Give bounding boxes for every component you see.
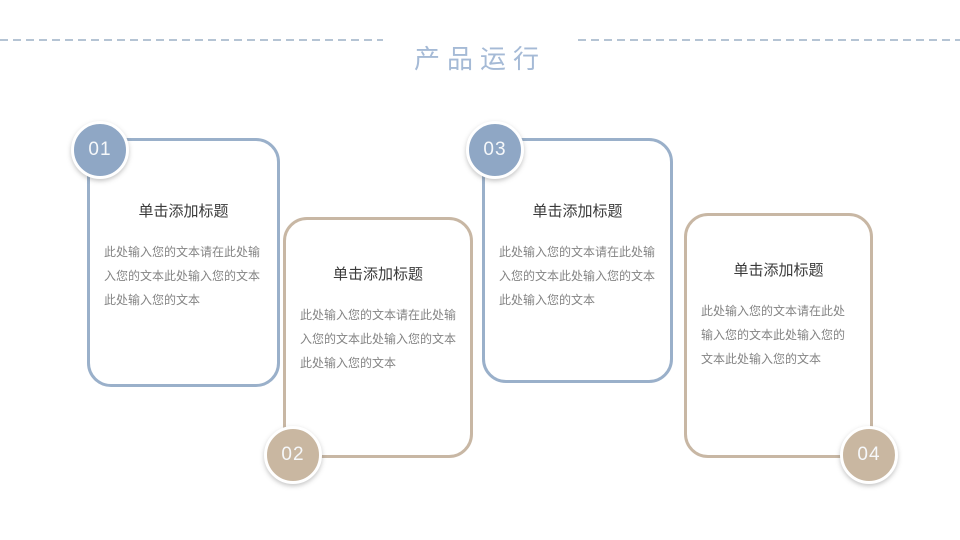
card-content: 单击添加标题 此处输入您的文本请在此处输入您的文本此处输入您的文本此处输入您的文… <box>485 203 670 312</box>
step-number-badge: 04 <box>840 426 898 484</box>
card-content: 单击添加标题 此处输入您的文本请在此处输入您的文本此处输入您的文本此处输入您的文… <box>90 203 277 312</box>
card-title: 单击添加标题 <box>138 203 229 220</box>
step-number: 04 <box>857 444 881 465</box>
card-title: 单击添加标题 <box>532 203 623 220</box>
card-content: 单击添加标题 此处输入您的文本请在此处输入您的文本此处输入您的文本此处输入您的文… <box>687 262 870 371</box>
card-body-text: 此处输入您的文本请在此处输入您的文本此处输入您的文本此处输入您的文本 <box>499 245 656 307</box>
card-step-4: 04 单击添加标题 此处输入您的文本请在此处输入您的文本此处输入您的文本此处输入… <box>684 213 898 484</box>
card-body-text: 此处输入您的文本请在此处输入您的文本此处输入您的文本此处输入您的文本 <box>104 245 261 307</box>
step-number-badge: 02 <box>264 426 322 484</box>
card-content: 单击添加标题 此处输入您的文本请在此处输入您的文本此处输入您的文本此处输入您的文… <box>286 266 470 375</box>
card-body-text: 此处输入您的文本请在此处输入您的文本此处输入您的文本此处输入您的文本 <box>300 308 457 370</box>
step-number: 02 <box>281 444 305 465</box>
card-step-1: 01 单击添加标题 此处输入您的文本请在此处输入您的文本此处输入您的文本此处输入… <box>71 121 280 387</box>
card-step-3: 03 单击添加标题 此处输入您的文本请在此处输入您的文本此处输入您的文本此处输入… <box>466 121 673 383</box>
card-step-2: 02 单击添加标题 此处输入您的文本请在此处输入您的文本此处输入您的文本此处输入… <box>264 217 473 484</box>
step-number-badge: 03 <box>466 121 524 179</box>
page-title: 产品运行 <box>413 44 546 75</box>
step-number: 01 <box>88 139 112 160</box>
card-title: 单击添加标题 <box>332 266 423 283</box>
card-title: 单击添加标题 <box>733 262 824 279</box>
card-body-text: 此处输入您的文本请在此处输入您的文本此处输入您的文本此处输入您的文本 <box>701 304 846 366</box>
dashed-line-right <box>578 39 960 41</box>
step-number-badge: 01 <box>71 121 129 179</box>
step-number: 03 <box>483 139 507 160</box>
dashed-line-left <box>0 39 383 41</box>
